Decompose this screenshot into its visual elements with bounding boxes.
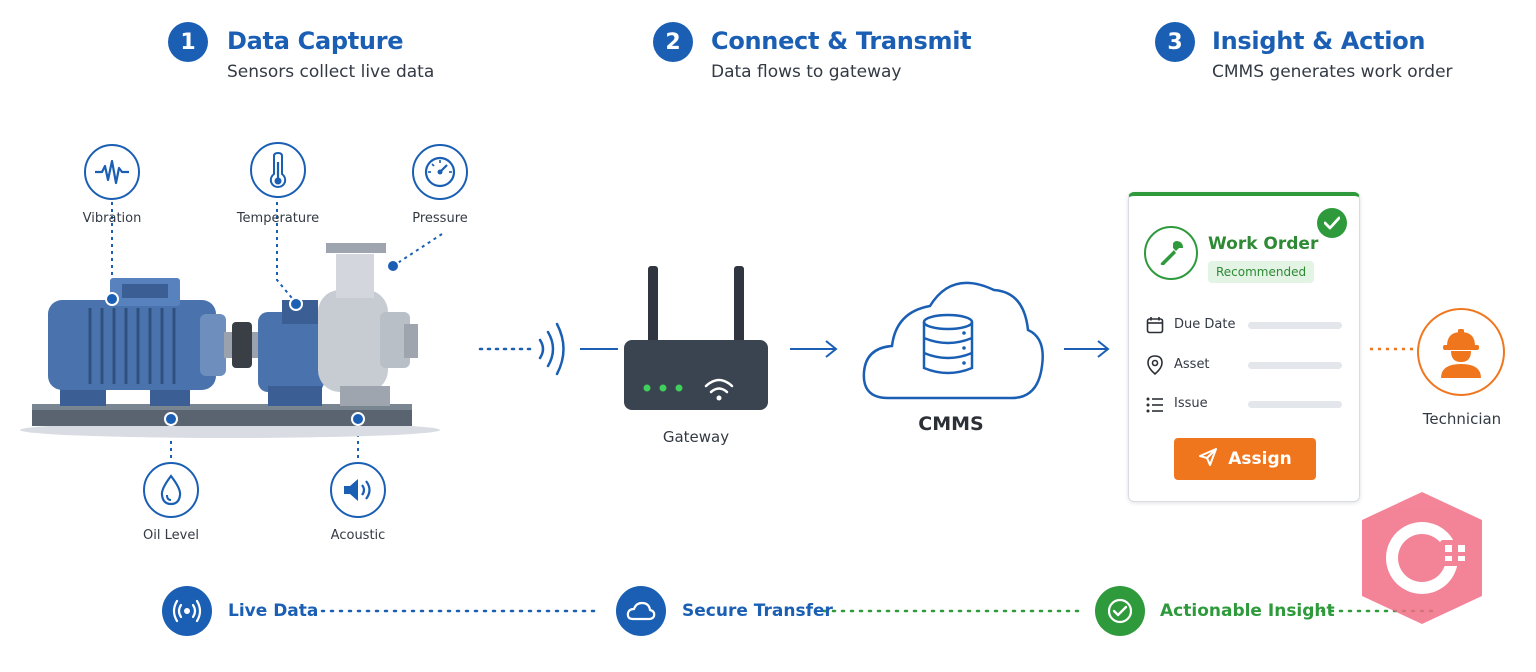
due-date-value-bar bbox=[1248, 322, 1342, 329]
step-1-number: 1 bbox=[168, 22, 208, 62]
issue-value-bar bbox=[1248, 401, 1342, 408]
asset-value-bar bbox=[1248, 362, 1342, 369]
work-order-card: Work Order Recommended Due Date Asset Is… bbox=[1128, 192, 1360, 502]
droplet-icon bbox=[143, 462, 199, 518]
assign-label: Assign bbox=[1228, 449, 1292, 469]
step-2-number: 2 bbox=[653, 22, 693, 62]
field-issue: Issue bbox=[1174, 396, 1208, 411]
recommended-badge: Recommended bbox=[1208, 261, 1315, 283]
step-1-title: Data Capture bbox=[227, 27, 404, 55]
calendar-icon bbox=[1146, 316, 1164, 339]
technician-icon bbox=[1417, 308, 1505, 396]
step-3-number: 3 bbox=[1155, 22, 1195, 62]
bottom-label-actionable-insight: Actionable Insight bbox=[1160, 601, 1335, 621]
sensor-label-oil-level: Oil Level bbox=[143, 528, 199, 543]
gauge-icon bbox=[412, 144, 468, 200]
thermometer-icon bbox=[250, 142, 306, 198]
check-circle-icon bbox=[1095, 586, 1145, 636]
sensor-label-acoustic: Acoustic bbox=[330, 528, 386, 543]
wrench-icon bbox=[1144, 226, 1198, 280]
gateway-label: Gateway bbox=[662, 428, 730, 446]
step-3-title: Insight & Action bbox=[1212, 27, 1426, 55]
step-1-subtitle: Sensors collect live data bbox=[227, 62, 435, 82]
step-2-title: Connect & Transmit bbox=[711, 27, 972, 55]
step-3-subtitle: CMMS generates work order bbox=[1212, 62, 1453, 82]
sensor-label-temperature: Temperature bbox=[236, 211, 320, 226]
sensor-label-pressure: Pressure bbox=[412, 211, 468, 226]
list-icon bbox=[1146, 397, 1164, 418]
send-icon bbox=[1198, 447, 1218, 472]
waveform-icon bbox=[84, 144, 140, 200]
sensor-label-vibration: Vibration bbox=[82, 211, 142, 226]
cloud-icon bbox=[616, 586, 666, 636]
assign-button[interactable]: Assign bbox=[1174, 438, 1316, 480]
step-2-subtitle: Data flows to gateway bbox=[711, 62, 902, 82]
cmms-label: CMMS bbox=[918, 413, 984, 435]
bottom-label-live-data: Live Data bbox=[228, 601, 319, 621]
location-pin-icon bbox=[1147, 355, 1163, 380]
checkmark-icon bbox=[1317, 208, 1347, 238]
bottom-label-secure-transfer: Secure Transfer bbox=[682, 601, 833, 621]
field-asset: Asset bbox=[1174, 357, 1210, 372]
work-order-title: Work Order bbox=[1208, 234, 1319, 254]
technician-label: Technician bbox=[1422, 410, 1502, 428]
speaker-icon bbox=[330, 462, 386, 518]
field-due-date: Due Date bbox=[1174, 317, 1236, 332]
broadcast-icon bbox=[162, 586, 212, 636]
